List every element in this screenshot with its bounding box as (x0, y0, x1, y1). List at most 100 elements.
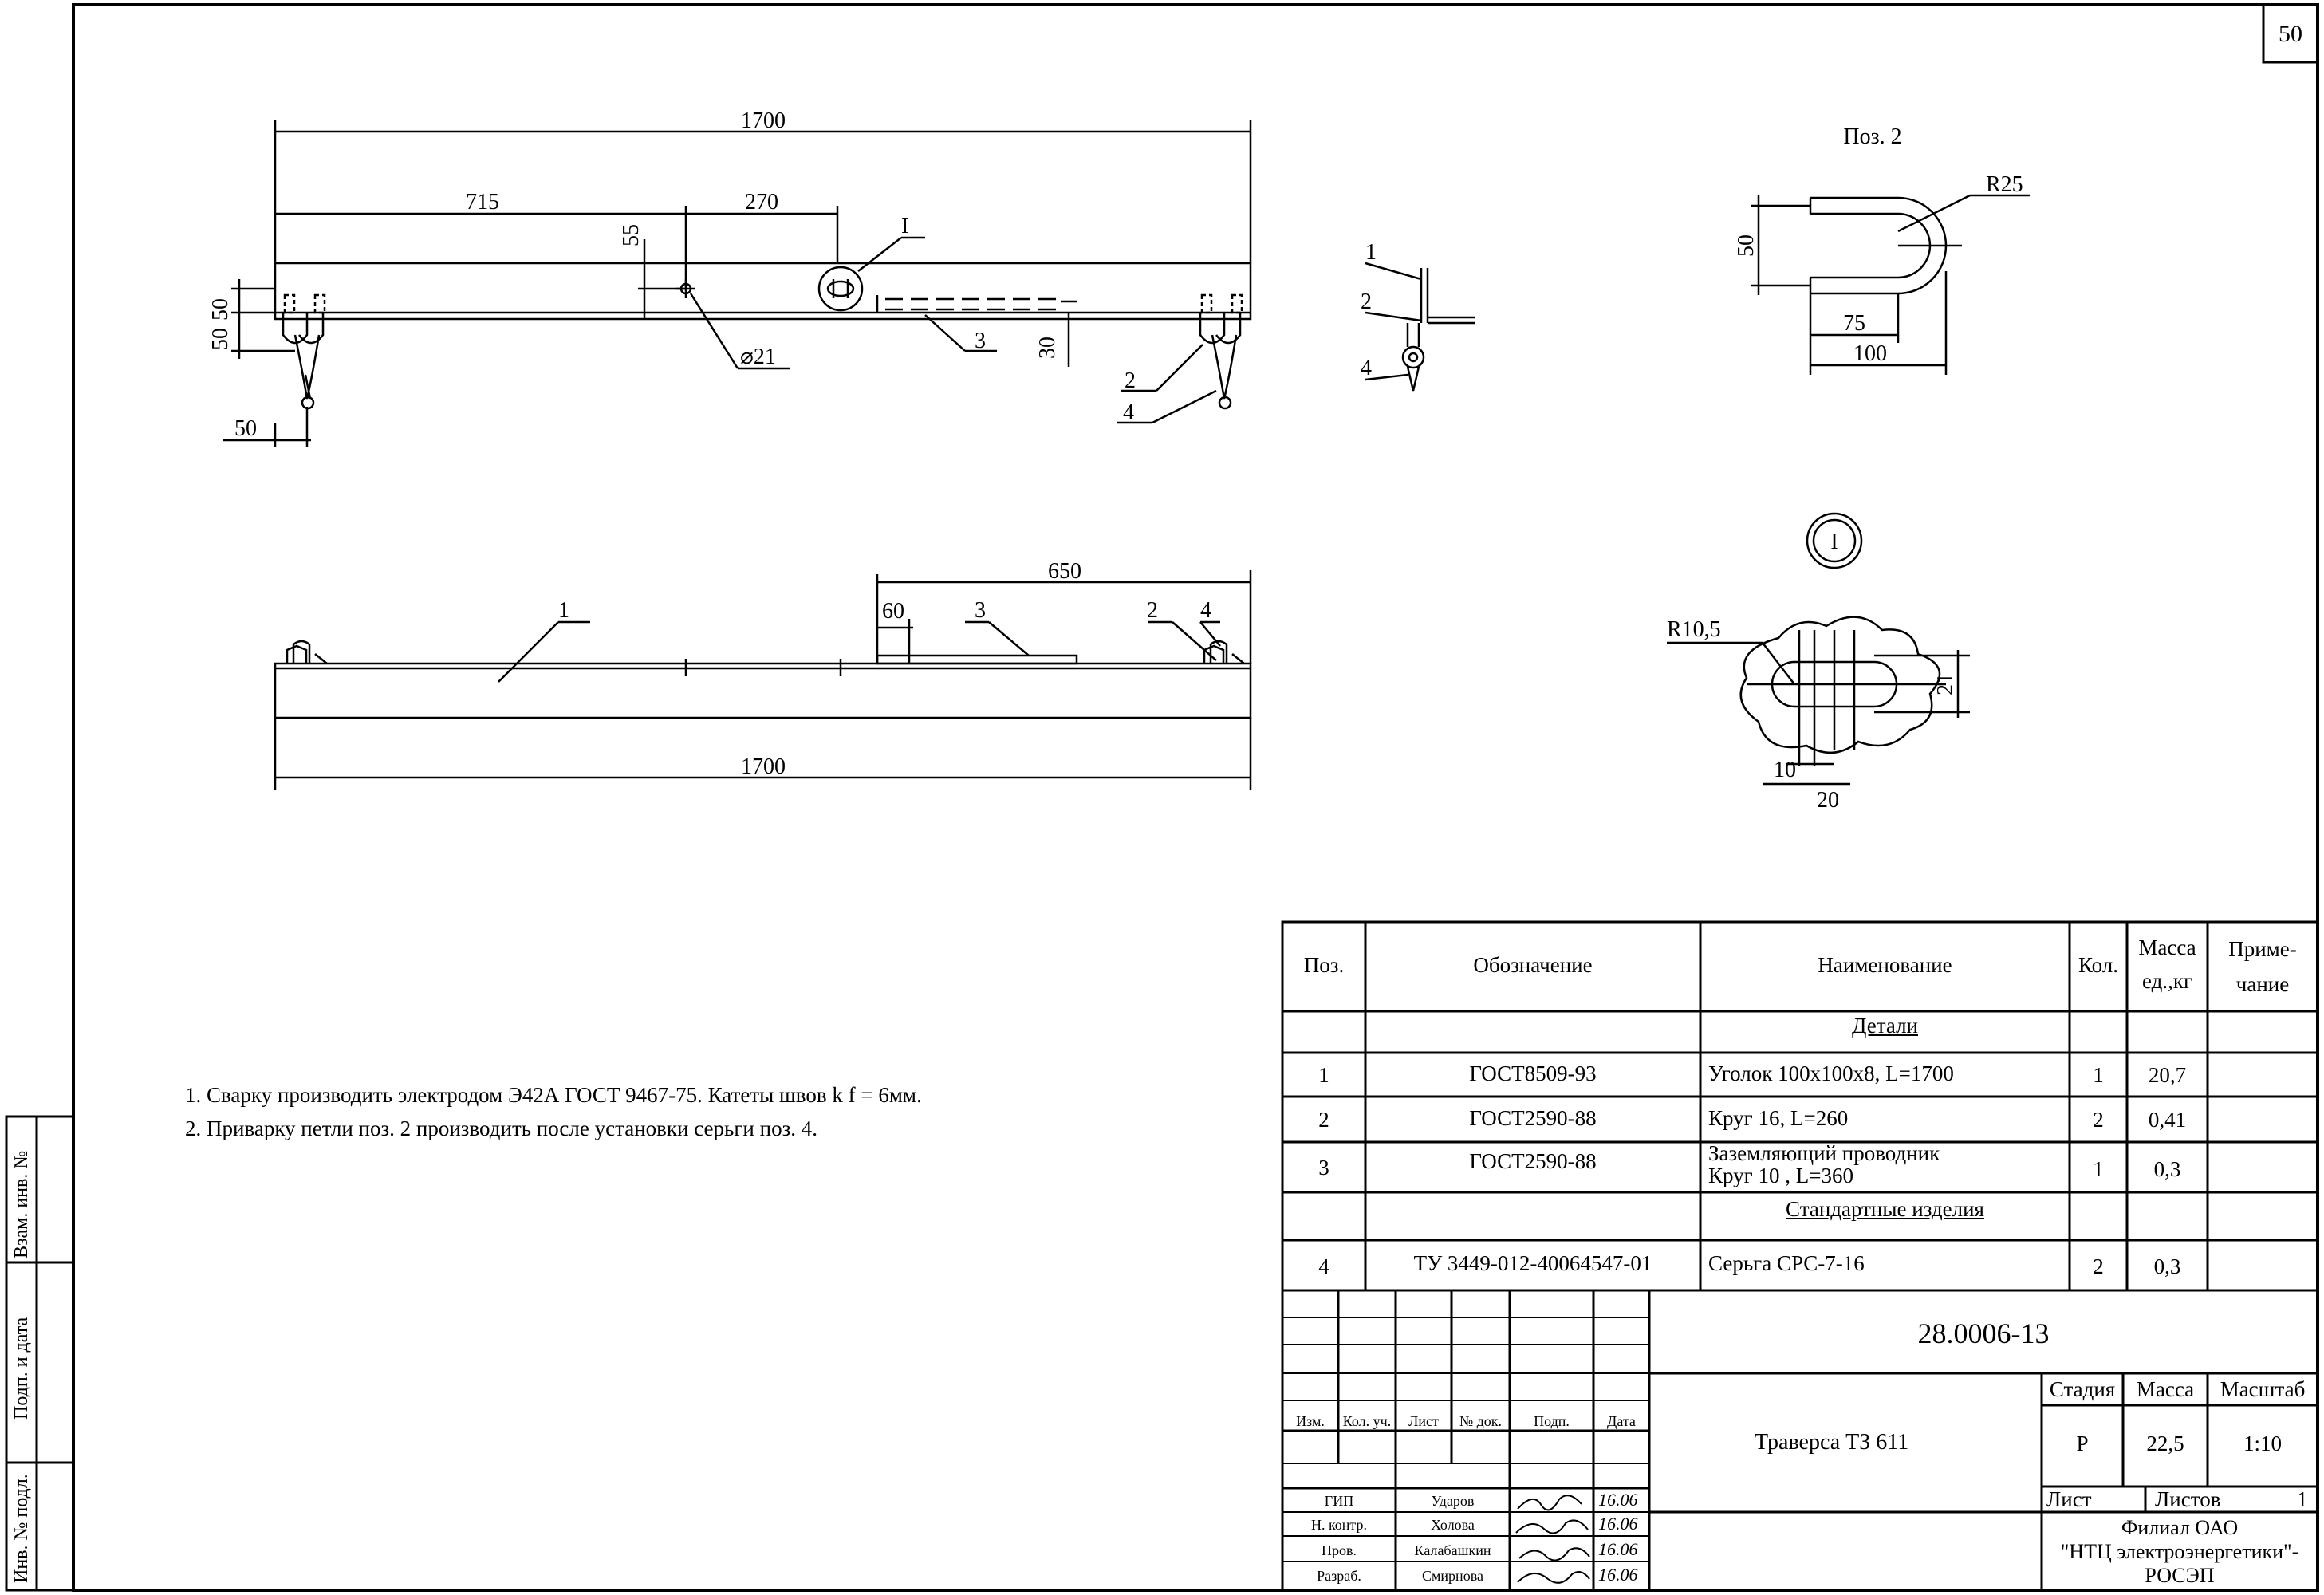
section-details: Детали (1851, 1014, 1918, 1038)
row-1-name: Уголок 100х100х8, L=1700 (1708, 1061, 1954, 1085)
detail-I-label: I (1830, 530, 1838, 554)
section-standard: Стандартные изделия (1786, 1197, 1984, 1221)
sheet-number-box (2262, 3, 2319, 64)
dim-50-poz2: 50 (1734, 234, 1759, 257)
dim-1700-top: 1700 (741, 108, 786, 133)
role-gip: ГИП (1324, 1493, 1354, 1509)
row-3-name2: Круг 10 , L=360 (1708, 1164, 1853, 1187)
side-2: 2 (1361, 289, 1372, 314)
spec-header-name: Наименование (1818, 953, 1952, 977)
mass-label: Масса (2136, 1377, 2195, 1401)
title-block-grid (1281, 1289, 2319, 1592)
dim-650: 650 (1048, 559, 1081, 584)
date-gip: 16.06 (1598, 1490, 1638, 1510)
row-1-mass: 20,7 (2148, 1063, 2187, 1087)
spec-header-note-bottom: чание (2235, 972, 2290, 996)
pos-1-bottom: 1 (558, 598, 569, 623)
date-prov: 16.06 (1598, 1539, 1638, 1559)
col-list: Лист (1408, 1413, 1439, 1429)
dim-715: 715 (466, 190, 499, 215)
pos-3-bottom: 3 (975, 598, 986, 623)
dim-21: 21 (1933, 673, 1958, 695)
row-4-designation: ТУ 3449-012-40064547-01 (1413, 1251, 1652, 1275)
r25: R25 (1986, 172, 2023, 197)
sheet-number: 50 (2279, 21, 2302, 47)
dim-20: 20 (1817, 788, 1839, 813)
doc-title: Траверса ТЗ 611 (1755, 1430, 1909, 1455)
row-2-name: Круг 16, L=260 (1708, 1106, 1849, 1130)
row-4-mass: 0,3 (2153, 1254, 2181, 1278)
row-4-pos: 4 (1318, 1254, 1329, 1278)
spec-header-mass-top: Масса (2138, 935, 2196, 959)
dim-75: 75 (1843, 311, 1865, 336)
row-3-mass: 0,3 (2153, 1157, 2181, 1181)
stage-value: Р (2076, 1432, 2089, 1455)
date-razrab: 16.06 (1598, 1565, 1638, 1585)
row-2-mass: 0,41 (2148, 1108, 2187, 1132)
row-2-pos: 2 (1318, 1108, 1329, 1132)
dia-21: ⌀21 (740, 345, 776, 369)
sheet-frame (72, 3, 2319, 1592)
scale-value: 1:10 (2243, 1432, 2282, 1455)
sheet-label: Лист (2046, 1487, 2092, 1511)
poz2-title: Поз. 2 (1843, 124, 1901, 149)
front-view (274, 570, 1252, 790)
scale-label: Масштаб (2220, 1377, 2306, 1401)
spec-header-pos: Поз. (1303, 953, 1345, 977)
row-2-designation: ГОСТ2590-88 (1469, 1106, 1597, 1130)
spec-header-designation: Обозначение (1473, 953, 1593, 977)
dim-270: 270 (745, 190, 778, 215)
note-2: 2. Приварку петли поз. 2 производить пос… (185, 1116, 817, 1140)
r105: R10,5 (1667, 617, 1721, 642)
pos-2-top: 2 (1125, 368, 1136, 393)
side-stamp (5, 1115, 75, 1592)
side-stamp-vzam: Взам. инв. № (11, 1150, 32, 1258)
role-razrab: Разраб. (1317, 1568, 1361, 1584)
dim-50a: 50 (208, 298, 233, 321)
row-3-qty: 1 (2093, 1157, 2104, 1181)
doc-number: 28.0006-13 (1917, 1317, 2050, 1349)
sheets-value: 1 (2297, 1487, 2308, 1511)
side-1: 1 (1365, 240, 1377, 265)
col-kol-uch: Кол. уч. (1342, 1413, 1392, 1429)
dim-50c: 50 (234, 416, 257, 441)
row-3-name: Заземляющий проводник (1708, 1141, 1940, 1165)
spec-header-mass-bottom: ед.,кг (2141, 969, 2193, 993)
side-4: 4 (1361, 356, 1372, 380)
role-nkontr: Н. контр. (1310, 1517, 1368, 1533)
sheets-label: Листов (2155, 1487, 2221, 1511)
org-line-1: Филиал ОАО (2121, 1516, 2239, 1539)
row-1-pos: 1 (1318, 1063, 1329, 1087)
col-doc: № док. (1459, 1413, 1503, 1429)
col-podp: Подп. (1534, 1413, 1570, 1429)
mass-value: 22,5 (2146, 1432, 2184, 1455)
dim-30: 30 (1035, 337, 1060, 359)
dim-100: 100 (1853, 341, 1887, 366)
name-gip: Ударов (1431, 1493, 1475, 1509)
side-view (1365, 262, 1475, 392)
dim-50b: 50 (208, 328, 233, 350)
name-prov: Калабашкин (1414, 1542, 1491, 1558)
col-date: Дата (1607, 1413, 1636, 1429)
row-3-pos: 3 (1318, 1156, 1329, 1180)
spec-header-note-top: Приме- (2228, 937, 2297, 961)
row-1-designation: ГОСТ8509-93 (1469, 1061, 1597, 1085)
row-4-qty: 2 (2093, 1254, 2104, 1278)
org-line-2: "НТЦ электроэнергетики"- (2060, 1540, 2299, 1563)
pos-3-top: 3 (975, 329, 986, 353)
side-stamp-podp: Подп. и дата (11, 1317, 32, 1420)
signatures (1515, 1495, 1590, 1584)
stage-label: Стадия (2049, 1377, 2116, 1401)
row-1-qty: 1 (2093, 1063, 2104, 1087)
dim-1700-bottom: 1700 (741, 754, 786, 779)
dim-10: 10 (1774, 758, 1796, 782)
callout-I-top: I (901, 214, 908, 238)
row-3-designation: ГОСТ2590-88 (1469, 1149, 1597, 1173)
role-prov: Пров. (1322, 1542, 1357, 1558)
poz2-detail (1751, 194, 2030, 375)
name-nkontr: Холова (1431, 1517, 1475, 1533)
date-nkontr: 16.06 (1598, 1514, 1638, 1534)
spec-header-qty: Кол. (2078, 953, 2119, 977)
detail-I (1667, 512, 1970, 786)
